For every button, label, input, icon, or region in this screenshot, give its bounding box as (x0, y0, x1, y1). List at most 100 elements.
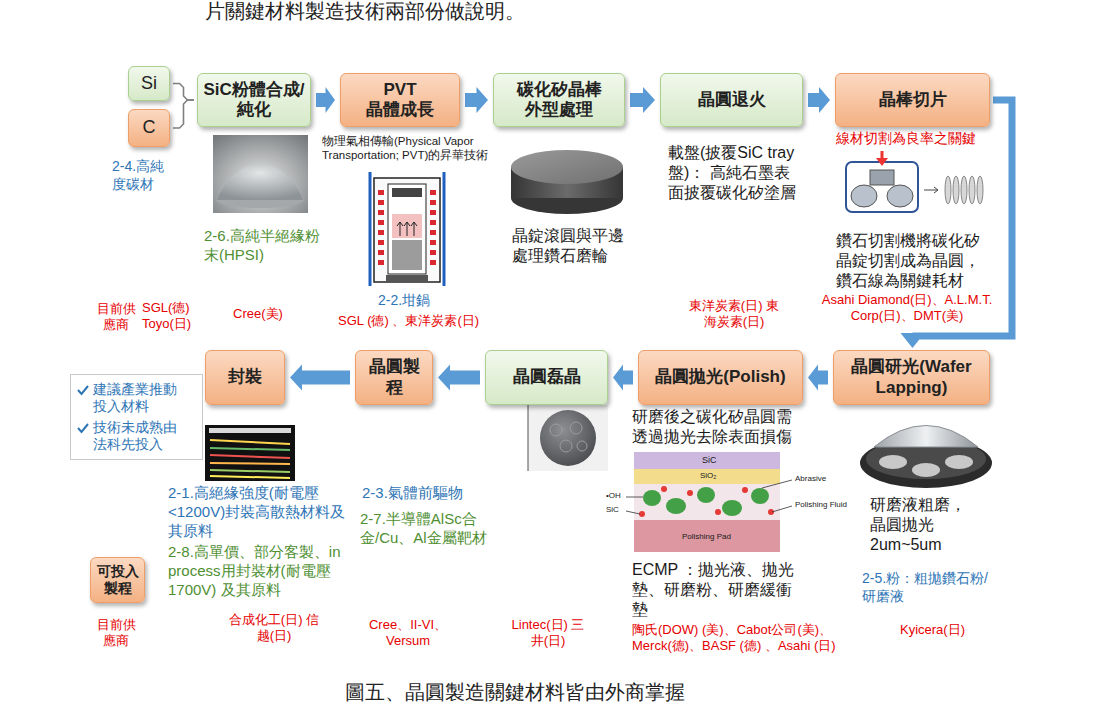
ecmp-schematic (661, 486, 667, 492)
process-arrow (438, 365, 480, 391)
package-material-photo (210, 470, 290, 472)
process-box: PVT 晶體成長 (340, 73, 460, 127)
supplier-heading: 目前供應商 (95, 617, 137, 650)
process-note: 物理氣相傳輸(Physical Vapor Transportation; PV… (322, 134, 517, 163)
process-arrow (630, 87, 655, 113)
ecmp-schematic (687, 490, 693, 496)
box-label: C (143, 117, 156, 139)
ecmp-schematic (626, 497, 643, 498)
tag-box: 可投入製程 (90, 557, 145, 603)
check-mark (77, 384, 89, 396)
supplier-label: Asahi Diamond(日)、A.L.M.T. Corp(日)、DMT(美) (812, 292, 1002, 325)
ecmp-schematic (772, 506, 792, 512)
powder-photo (213, 135, 308, 213)
ecmp-schematic (639, 486, 774, 517)
material-note: 2-7.半導體AlSc合金/Cu、Al金屬靶材 (360, 510, 488, 548)
box-label: 晶圓磊晶 (513, 367, 581, 387)
process-arrow (465, 87, 488, 113)
ecmp-schematic (626, 480, 792, 514)
package-material-photo (210, 476, 290, 478)
sic-ingot-photo (511, 150, 623, 184)
process-box: 晶圓磊晶 (485, 350, 608, 405)
process-arrow (438, 365, 480, 391)
process-box: 晶圓拋光(Polish) (638, 350, 803, 405)
package-material-photo (210, 448, 290, 450)
key-note: 線材切割為良率之關鍵 (836, 131, 976, 148)
epi-wafer-photo (528, 405, 529, 471)
epi-wafer-photo (528, 405, 608, 471)
supplier-label: 陶氏(DOW) (美)、Cabot公司(美)、Merck(德)、BASF (德)… (632, 622, 872, 655)
ecmp-schematic (626, 511, 640, 514)
package-material-photo (205, 425, 295, 481)
legend-row: 技術未成熟由法科先投入 (77, 419, 181, 453)
process-box: 晶圓研光(Wafer Lapping) (833, 350, 990, 405)
ecmp-schematic (666, 498, 686, 514)
epi-wafer-photo (560, 440, 572, 452)
ecmp-schematic (742, 487, 748, 493)
box-label: 碳化矽晶棒外型處理 (514, 80, 604, 121)
supplier-label: Kyicera(日) (900, 622, 965, 638)
check-mark (77, 422, 89, 434)
ecmp-schematic (751, 488, 769, 504)
supplier-label: SGL (德) 、東洋炭素(日) (338, 313, 479, 329)
box-label: 晶圓拋光(Polish) (655, 367, 785, 387)
process-arrow (465, 87, 488, 113)
epi-wafer-photo (577, 441, 587, 451)
legend-note-box: 建議產業推動投入材料技術未成熟由法科先投入 (70, 374, 203, 460)
process-arrow (808, 87, 830, 113)
check-mark (78, 424, 88, 432)
ecmp-schematic (697, 487, 715, 503)
layer-label: SiC (702, 455, 717, 466)
material-note: 2-2.坩鍋 (378, 292, 430, 310)
ecmp-schematic (634, 469, 780, 484)
ecmp-schematic (643, 487, 769, 516)
epi-wafer-photo (550, 422, 587, 452)
process-arrow (808, 87, 830, 113)
pvt-furnace-schematic (369, 172, 372, 286)
process-arrow (613, 365, 633, 391)
lapping-machine-illustration (874, 426, 978, 448)
package-material-photo (210, 440, 290, 444)
legend-note-text: 技術未成熟由法科先投入 (93, 419, 181, 453)
wire-saw-illustration (924, 187, 938, 193)
wire-saw-illustration (953, 176, 959, 204)
part-label: Abrasive (795, 474, 826, 484)
wire-saw-illustration (945, 176, 951, 204)
package-material-photo (210, 463, 290, 464)
part-label: Polishing Fluid (795, 500, 847, 510)
ecmp-schematic (722, 500, 742, 516)
package-material-photo (210, 455, 290, 458)
material-note: 2-8.高單價、部分客製、in process用封裝材(耐電壓1700V) 及其… (168, 543, 350, 599)
box-label: 可投入製程 (95, 563, 140, 597)
box-label: 晶圓製程 (367, 357, 421, 398)
lapping-machine-illustration (945, 455, 973, 469)
legend-note-text: 建議產業推動投入材料 (93, 381, 181, 415)
bracket-line (173, 100, 194, 128)
package-material-photo (210, 440, 290, 478)
pvt-furnace-schematic (430, 186, 436, 270)
epi-wafer-photo (550, 424, 562, 436)
ecmp-schematic (762, 480, 792, 488)
pvt-furnace-schematic (374, 178, 440, 282)
material-note: 2-5.粉：粗拋鑽石粉/研磨液 (862, 570, 994, 605)
supplier-label: SGL(德) Toyo(日) (142, 300, 204, 333)
ecmp-schematic (634, 520, 780, 552)
pvt-furnace-schematic (392, 214, 422, 238)
supplier-label: 合成化工(日) 信越(日) (228, 612, 320, 645)
wire-saw-illustration (969, 176, 975, 204)
sic-ingot-photo (511, 150, 623, 214)
pvt-furnace-schematic (388, 184, 426, 274)
process-arrow (290, 365, 350, 391)
ecmp-schematic (634, 452, 780, 469)
ecmp-schematic (715, 509, 721, 515)
pvt-furnace-schematic (386, 275, 428, 282)
layer-label: SiO₂ (700, 471, 716, 481)
wire-saw-illustration (977, 176, 983, 204)
lapping-machine-illustration (912, 463, 940, 477)
process-note: 載盤(披覆SiC tray盤)： 高純石墨表面披覆碳化矽塗層 (668, 143, 796, 203)
arrow-head (901, 333, 925, 348)
ecmp-schematic (634, 484, 780, 520)
